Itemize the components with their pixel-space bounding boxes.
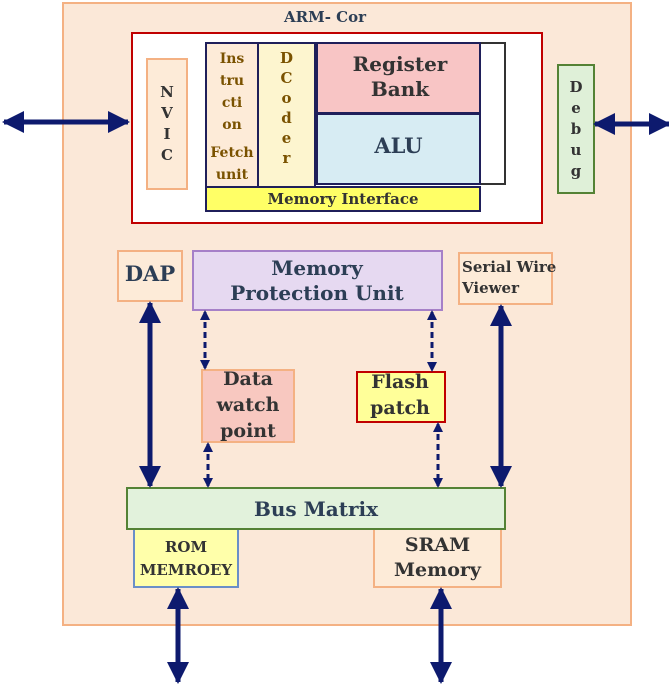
instruction-text: on xyxy=(222,117,242,133)
nvic-letter: I xyxy=(163,125,171,143)
data-watchpoint-block xyxy=(201,369,295,443)
data-watchpoint-label: Data watch point xyxy=(216,368,280,442)
instruction-text: cti xyxy=(221,95,243,111)
debug-block: D e b u g xyxy=(557,64,595,194)
dap-label: DAP xyxy=(124,261,176,286)
nvic-letter: C xyxy=(161,146,173,164)
sram-label: SRAM Memory xyxy=(394,534,481,581)
memory-interface-label: Memory Interface xyxy=(267,190,419,208)
fetch-unit-text: Fetch xyxy=(210,145,254,161)
diagram-title: ARM- Cor xyxy=(283,8,366,26)
dap-block xyxy=(117,250,183,302)
decoder-letter: D xyxy=(279,49,293,67)
register-bank-label: Register Bank xyxy=(352,52,448,101)
alu-label: ALU xyxy=(374,133,423,158)
instruction-fetch-unit: Ins tru cti on Fetch unit xyxy=(205,42,259,188)
decoder-letter: d xyxy=(281,109,292,127)
serial-wire-viewer-label: Serial Wire Viewer xyxy=(462,258,557,297)
decoder-letter: o xyxy=(281,89,292,107)
bus-matrix-label: Bus Matrix xyxy=(253,497,379,521)
debug-letter: g xyxy=(570,161,582,180)
instruction-text: Ins xyxy=(219,51,245,67)
decoder-letter: e xyxy=(281,129,292,147)
bus-matrix-block xyxy=(126,487,506,530)
flash-patch-block xyxy=(356,371,446,423)
nvic-block: N V I C xyxy=(146,58,188,190)
debug-letter: D xyxy=(569,77,583,96)
decoder-letter: r xyxy=(282,149,291,167)
debug-letter: e xyxy=(571,98,581,117)
mpu-block xyxy=(192,250,443,311)
serial-wire-viewer-block xyxy=(458,252,553,305)
debug-letter: u xyxy=(570,140,582,159)
nvic-letter: N xyxy=(160,83,174,101)
memory-interface xyxy=(205,186,481,212)
instruction-text: tru xyxy=(219,73,245,89)
nvic-letter: V xyxy=(161,104,173,122)
fetch-unit-text: unit xyxy=(215,167,249,183)
debug-letter: b xyxy=(570,119,582,138)
flash-patch-label: Flash patch xyxy=(370,371,430,419)
decoder-unit: D C o d e r xyxy=(259,42,316,188)
rom-label: ROM MEMROEY xyxy=(139,538,233,579)
alu xyxy=(316,113,481,185)
decoder-letter: C xyxy=(280,69,293,87)
mpu-label: Memory Protection Unit xyxy=(230,256,404,305)
